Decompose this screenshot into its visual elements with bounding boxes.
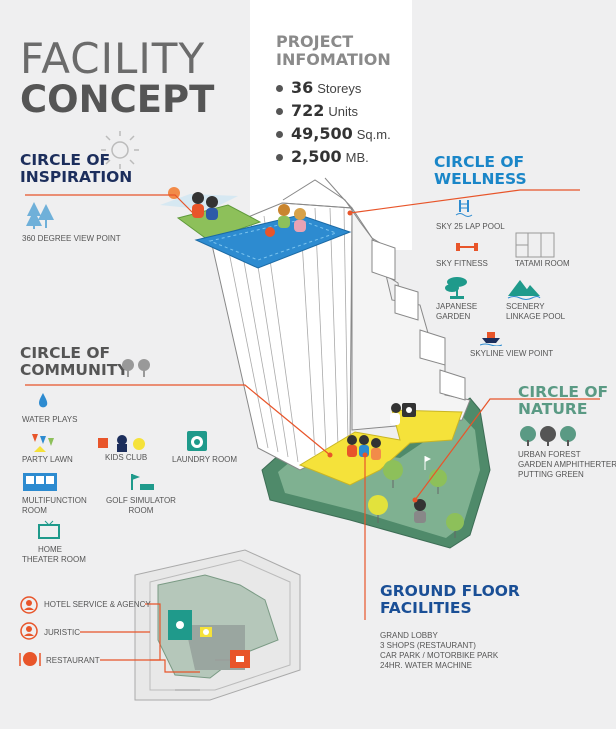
people-deck bbox=[347, 403, 416, 460]
community-trees-icon bbox=[122, 359, 150, 377]
multifunction-room-icon bbox=[23, 473, 57, 491]
label-party-lawn: PARTY LAWN bbox=[22, 455, 73, 464]
pool-ladder-icon bbox=[455, 200, 473, 217]
label-restaurant: RESTAURANT bbox=[46, 656, 100, 665]
juristic-person-icon bbox=[20, 622, 38, 640]
party-flags-icon bbox=[32, 434, 54, 452]
tv-icon bbox=[38, 520, 60, 539]
label-tatami: TATAMI ROOM bbox=[515, 259, 570, 268]
forest-icon bbox=[520, 426, 576, 446]
bonsai-icon bbox=[445, 277, 467, 299]
project-heading: PROJECT INFOMATION bbox=[276, 32, 391, 69]
dumbbell-icon bbox=[456, 243, 478, 251]
label-kids-club: KIDS CLUB bbox=[105, 453, 148, 462]
concierge-icon bbox=[20, 596, 38, 614]
label-skyline-view: SKYLINE VIEW POINT bbox=[470, 349, 554, 358]
sun-icon bbox=[101, 131, 139, 169]
label-sky-fitness: SKY FITNESS bbox=[436, 259, 488, 268]
boat-icon bbox=[480, 332, 502, 346]
tatami-icon bbox=[515, 232, 555, 258]
mountain-icon bbox=[507, 280, 541, 300]
label-sky-pool: SKY 25 LAP POOL bbox=[436, 222, 505, 231]
label-water-plays: WATER PLAYS bbox=[22, 415, 78, 424]
golf-icon bbox=[131, 474, 154, 490]
label-juristic: JURISTIC bbox=[44, 628, 80, 637]
garden-trees bbox=[368, 456, 464, 538]
title-concept: CONCEPT bbox=[20, 78, 215, 121]
label-360-view: 360 DEGREE VIEW POINT bbox=[22, 234, 121, 243]
pine-trees-icon bbox=[26, 202, 54, 229]
family-figures-top bbox=[192, 192, 306, 237]
label-laundry-room: LAUNDRY ROOM bbox=[172, 455, 238, 464]
water-drop-icon bbox=[39, 393, 48, 408]
kids-toys-icon bbox=[98, 435, 145, 452]
washing-machine-icon bbox=[187, 431, 207, 451]
restaurant-icon bbox=[19, 652, 41, 666]
label-hotel-service: HOTEL SERVICE & AGENCY bbox=[44, 600, 151, 609]
title-facility: FACILITY bbox=[20, 34, 206, 83]
